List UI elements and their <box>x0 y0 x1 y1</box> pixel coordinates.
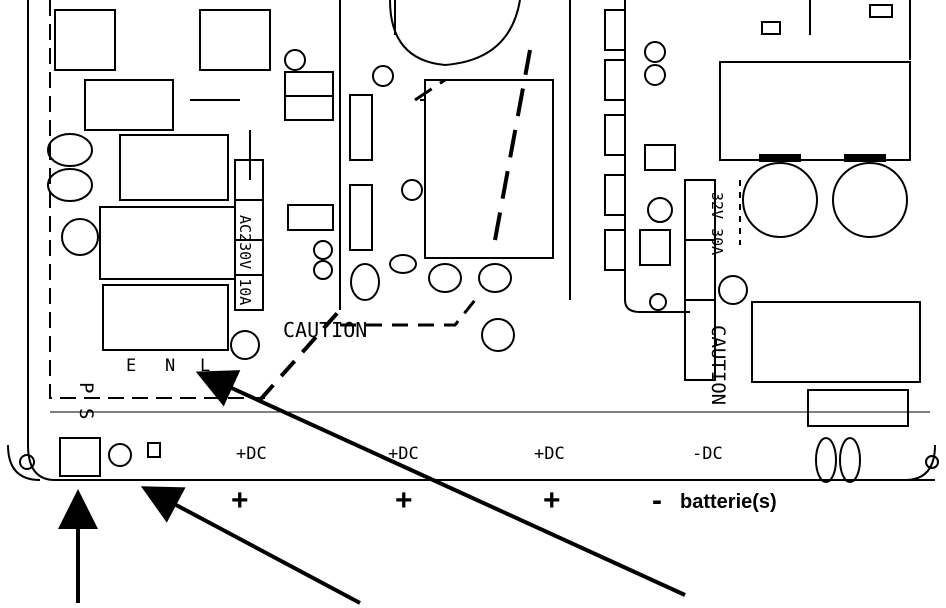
label-p: P <box>75 382 97 393</box>
batteries-label: batterie(s) <box>680 491 777 513</box>
dc-rating-label: 32V 30A <box>708 192 726 255</box>
dc-terminal-1-label: +DC <box>236 444 267 464</box>
dc-terminal-4-label: -DC <box>692 444 723 464</box>
battery-row: + + + - batterie(s) <box>231 484 777 517</box>
board-outline <box>7 0 939 481</box>
caution-left-label: CAUTION <box>283 318 367 342</box>
arrow-led <box>140 486 361 605</box>
caution-right-label: CAUTION <box>707 325 729 405</box>
right-components <box>569 0 921 483</box>
dc-terminal-3-label: +DC <box>534 444 565 464</box>
mount-hole-right <box>925 455 939 469</box>
callout-arrows <box>58 370 686 605</box>
terminal-e-label: E <box>126 356 136 376</box>
battery-sign-3: + <box>543 484 561 517</box>
label-s: S <box>75 408 97 419</box>
led-indicator <box>108 443 132 467</box>
battery-sign-1: + <box>231 484 249 517</box>
arrow-mains-terminal <box>195 370 686 597</box>
battery-sign-2: + <box>395 484 413 517</box>
terminal-area <box>59 437 161 477</box>
mount-hole-left <box>19 454 35 470</box>
middle-components <box>258 0 554 402</box>
terminal-l-label: L <box>200 356 210 376</box>
battery-sign-4: - <box>652 484 662 517</box>
terminal-n-label: N <box>165 356 175 376</box>
ac-rating-label: AC230V 10A <box>236 215 254 305</box>
dc-terminal-2-label: +DC <box>388 444 419 464</box>
board-text: CAUTION AC230V 10A 32V 30A CAUTION E N L… <box>75 192 729 464</box>
switch-block <box>59 437 101 477</box>
left-components <box>47 9 334 360</box>
